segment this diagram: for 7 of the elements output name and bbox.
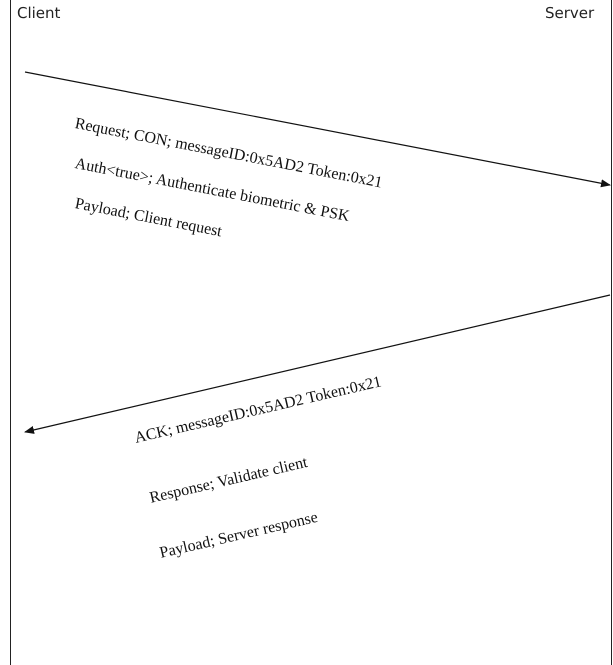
message-arrow <box>24 294 610 434</box>
lifeline <box>545 0 612 665</box>
message-label: Response; Validate client <box>148 454 310 508</box>
participant-label: Client <box>17 4 60 22</box>
participant-label: Server <box>545 4 594 22</box>
message-arrow <box>24 71 611 188</box>
message-label: Payload; Server response <box>158 508 320 563</box>
